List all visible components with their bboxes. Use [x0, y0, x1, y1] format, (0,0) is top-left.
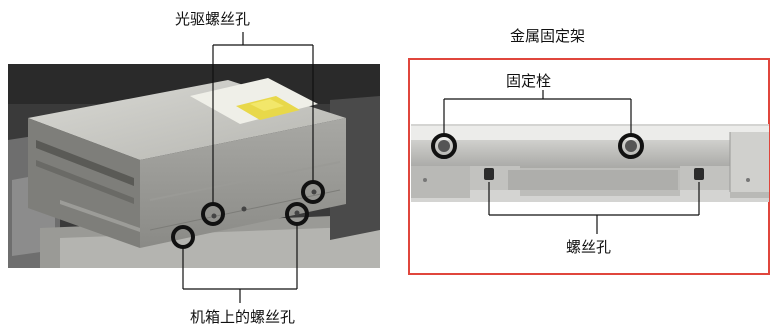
fixing-pins-leader	[443, 90, 632, 135]
fixing-pins-label: 固定栓	[506, 72, 552, 90]
screw-holes-label: 螺丝孔	[566, 238, 612, 256]
metal-bracket-label: 金属固定架	[510, 27, 586, 45]
bracket-photo	[411, 124, 769, 202]
drive-screw-holes-leader	[212, 32, 314, 204]
drive-screw-holes-label: 光驱螺丝孔	[175, 10, 251, 28]
screw-holes-leader	[488, 182, 700, 234]
case-screw-holes-label: 机箱上的螺丝孔	[190, 308, 296, 326]
case-screw-holes-leader	[182, 224, 298, 303]
